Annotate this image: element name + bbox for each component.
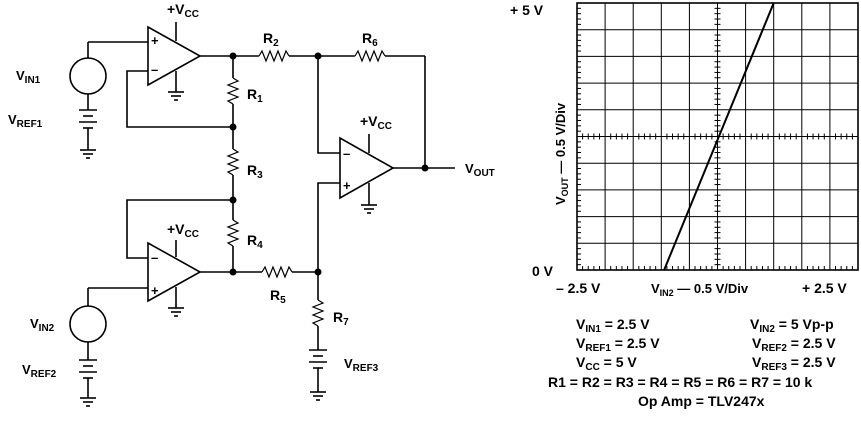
chart-y-bottom-label: 0 V (532, 263, 554, 279)
op-amp-3-supply-label: +VCC (360, 113, 392, 132)
ground-symbol-opamp3 (361, 204, 377, 214)
vref3-battery: VREF3 (309, 349, 379, 401)
resistor-r4: R4 (226, 200, 263, 272)
r2-label: R2 (263, 30, 279, 49)
ground-symbol-opamp1 (168, 91, 184, 101)
vref1-label: VREF1 (8, 112, 43, 130)
chart-x-right-label: + 2.5 V (802, 280, 847, 296)
op-amp-1-minus: – (151, 62, 158, 77)
chart-series-line (663, 2, 775, 271)
vin2-label: VIN2 (30, 316, 55, 334)
chart-y-top-label: + 5 V (510, 2, 544, 18)
chart-x-left-label: – 2.5 V (556, 280, 601, 296)
r3-label: R3 (247, 162, 263, 181)
condition-vref1: VREF1 = 2.5 V (576, 335, 660, 354)
r5-label: R5 (270, 287, 286, 306)
op-amp-3-plus: + (343, 178, 351, 193)
op-amp-1-supply-label: +VCC (167, 1, 199, 20)
condition-vref3: VREF3 = 2.5 V (752, 354, 836, 373)
resistor-r5: R5 (233, 265, 318, 306)
vout-label: VOUT (465, 161, 495, 179)
vref3-label: VREF3 (344, 356, 379, 374)
condition-vin1: VIN1 = 2.5 V (576, 316, 650, 335)
condition-resistors: R1 = R2 = R3 = R4 = R5 = R6 = R7 = 10 k (548, 374, 812, 390)
condition-vref2: VREF2 = 2.5 V (752, 335, 836, 354)
ground-symbol-opamp2 (168, 307, 184, 317)
vref1-battery: VREF1 (8, 109, 97, 159)
chart-grid (576, 2, 859, 271)
op-amp-3-minus: – (343, 146, 350, 161)
condition-vin2: VIN2 = 5 Vp-p (750, 316, 834, 335)
chart-x-axis-label: VIN2 — 0.5 V/Div (651, 281, 749, 298)
op-amp-2-supply-label: +VCC (167, 221, 199, 240)
r6-label: R6 (362, 30, 378, 49)
circuit-schematic: + – +VCC VIN1 (8, 1, 495, 407)
vin1-label: VIN1 (16, 68, 41, 86)
resistor-r1: R1 (226, 56, 263, 127)
resistor-r6: R6 (318, 30, 426, 168)
condition-opamp: Op Amp = TLV247x (638, 393, 765, 409)
vin1-source: VIN1 (16, 41, 148, 110)
op-amp-3: – + +VCC (339, 113, 395, 214)
resistor-r2: R2 (233, 30, 318, 63)
r7-label: R7 (333, 309, 349, 328)
r4-label: R4 (247, 232, 263, 251)
condition-vcc: VCC = 5 V (576, 354, 637, 373)
op-amp-2: – + +VCC (147, 221, 202, 317)
op-amp-1: + – +VCC (147, 1, 202, 101)
transfer-chart: + 5 V 0 V – 2.5 V + 2.5 V VIN2 — 0.5 V/D… (510, 2, 859, 298)
op-amp-2-plus: + (151, 283, 159, 298)
op-amp-1-plus: + (151, 33, 159, 48)
test-conditions: VIN1 = 2.5 V VIN2 = 5 Vp-p VREF1 = 2.5 V… (548, 316, 836, 409)
chart-axis-ticks (577, 7, 853, 270)
resistor-r7: R7 (311, 272, 349, 350)
r1-label: R1 (247, 86, 263, 105)
vref2-label: VREF2 (22, 362, 57, 380)
op-amp-2-minus: – (151, 250, 158, 265)
resistor-r3: R3 (226, 127, 263, 200)
vref2-battery: VREF2 (22, 359, 97, 407)
vin2-source: VIN2 (30, 287, 148, 360)
chart-y-axis-label: VOUT — 0.5 V/Div (553, 102, 570, 205)
